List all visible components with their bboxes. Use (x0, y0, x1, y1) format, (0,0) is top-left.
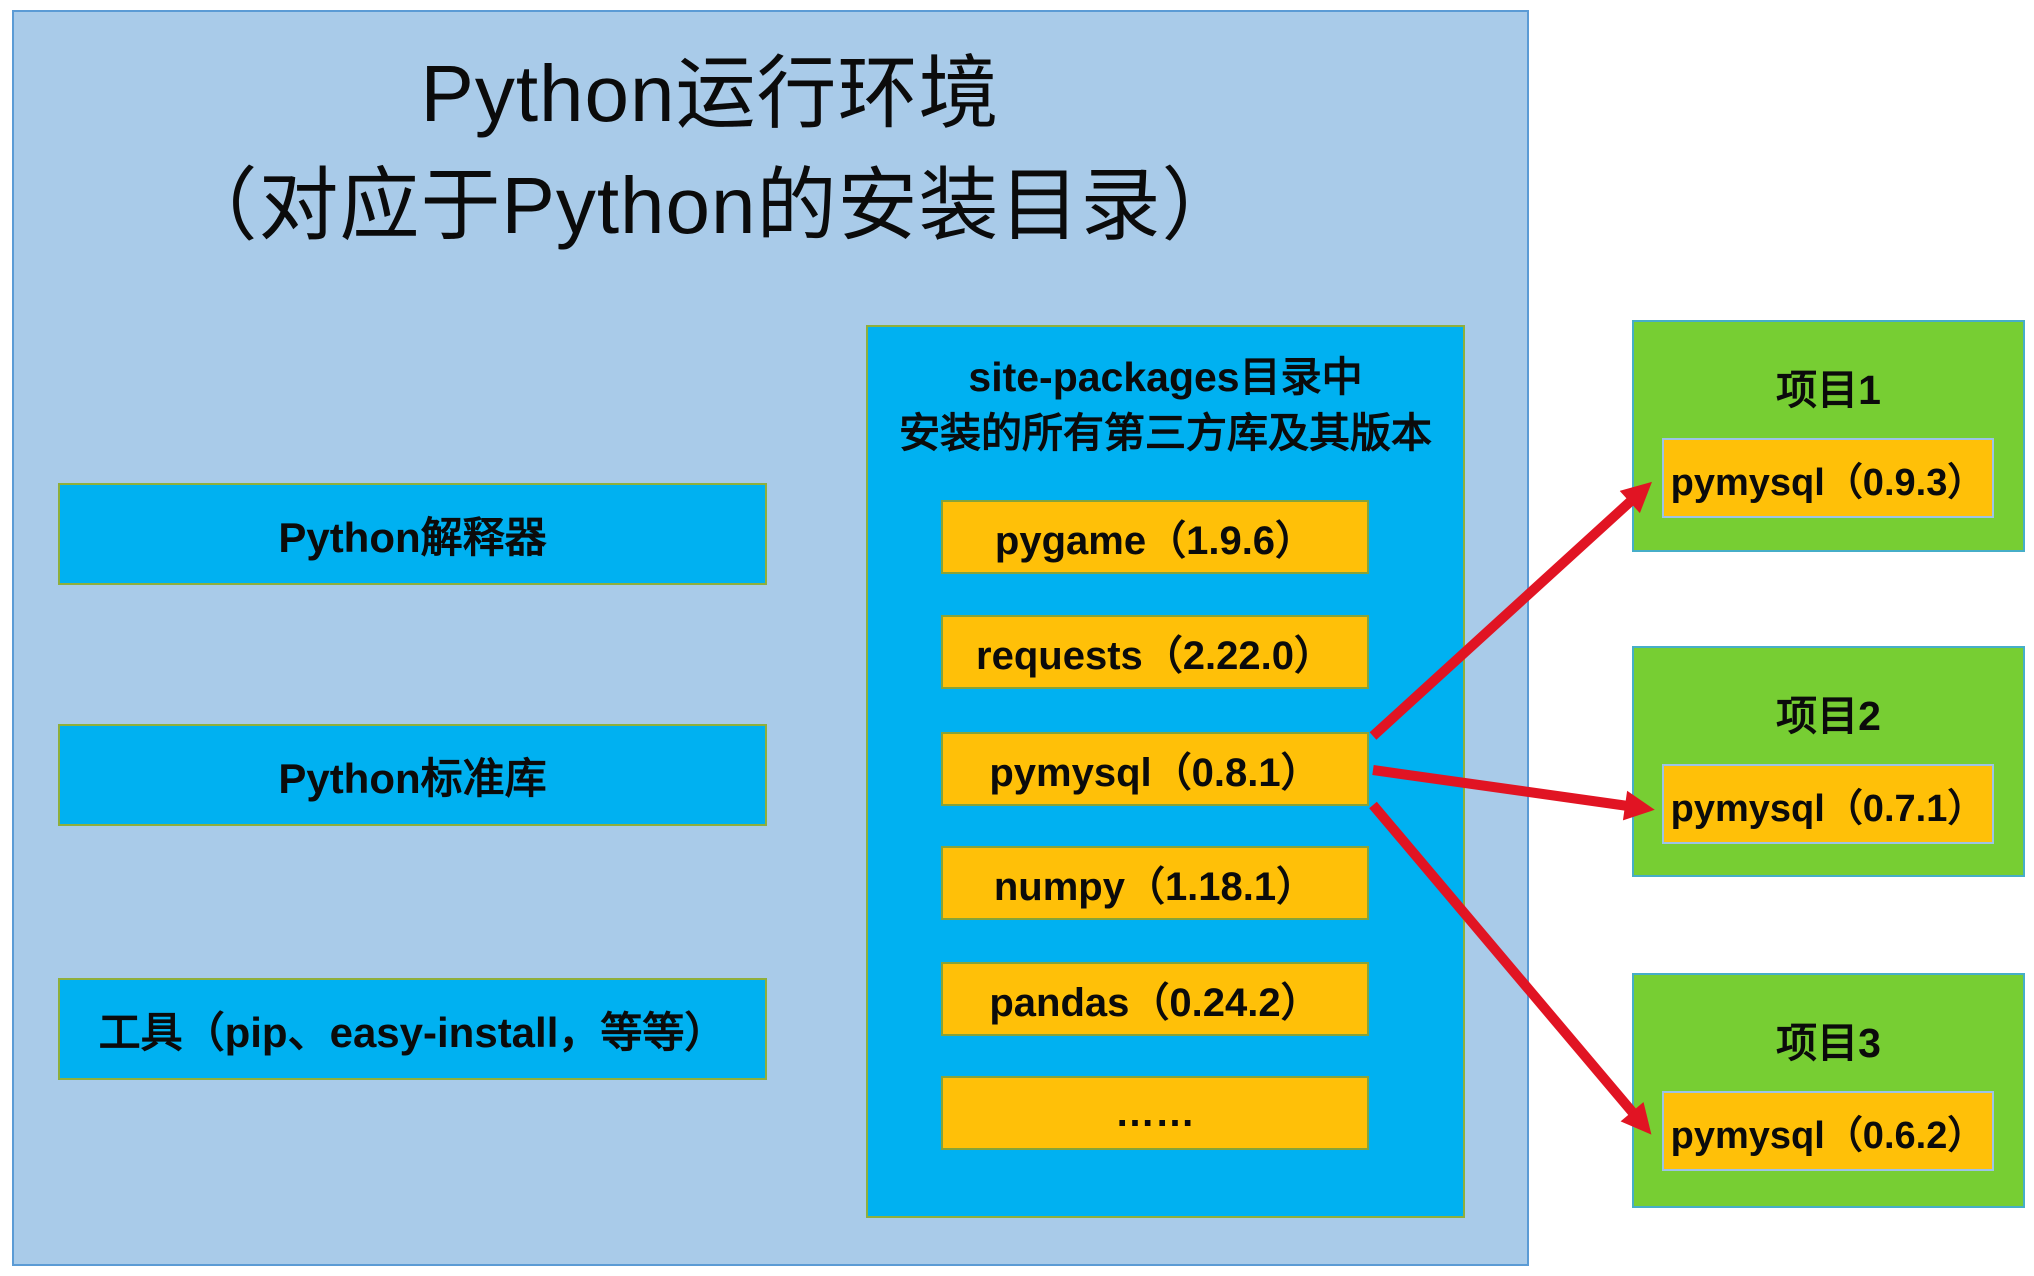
project-dependency-label: pymysql（0.9.3） (1670, 461, 1986, 504)
package-box-requests: requests（2.22.0） (941, 615, 1369, 689)
python-tools-box: 工具（pip、easy-install，等等） (58, 978, 767, 1080)
diagram-title-line1: Python运行环境 (420, 49, 1000, 138)
package-box-numpy: numpy（1.18.1） (941, 846, 1369, 920)
package-label: …… (1115, 1090, 1195, 1135)
python-interpreter-box: Python解释器 (58, 483, 767, 585)
package-box-pygame: pygame（1.9.6） (941, 500, 1369, 574)
project-2-dependency-box: pymysql（0.7.1） (1662, 764, 1994, 844)
project-dependency-label: pymysql（0.7.1） (1670, 787, 1986, 830)
package-box-pymysql: pymysql（0.8.1） (941, 732, 1369, 806)
diagram-title-line2: （对应于Python的安装目录） (177, 161, 1243, 250)
package-label: pymysql（0.8.1） (989, 751, 1321, 795)
package-box-pandas: pandas（0.24.2） (941, 962, 1369, 1036)
project-1-dependency-box: pymysql（0.9.3） (1662, 438, 1994, 518)
package-label: requests（2.22.0） (976, 634, 1334, 678)
site-packages-panel: site-packages目录中 安装的所有第三方库及其版本 pygame（1.… (866, 325, 1465, 1218)
project-1-name: 项目1 (1776, 367, 1881, 413)
project-3-name: 项目3 (1776, 1020, 1881, 1066)
package-label: pygame（1.9.6） (994, 519, 1316, 563)
python-stdlib-box: Python标准库 (58, 724, 767, 826)
package-box-ellipsis: …… (941, 1076, 1369, 1150)
package-label: numpy（1.18.1） (993, 865, 1317, 909)
site-packages-heading: site-packages目录中 安装的所有第三方库及其版本 (868, 349, 1463, 461)
project-dependency-label: pymysql（0.6.2） (1670, 1114, 1986, 1157)
project-1-card: 项目1 pymysql（0.9.3） (1632, 320, 2025, 552)
site-packages-heading-line2: 安装的所有第三方库及其版本 (899, 410, 1432, 456)
package-label: pandas（0.24.2） (989, 981, 1321, 1025)
project-2-name: 项目2 (1776, 693, 1881, 739)
project-3-dependency-box: pymysql（0.6.2） (1662, 1091, 1994, 1171)
python-stdlib-label: Python标准库 (278, 754, 547, 802)
project-3-card: 项目3 pymysql（0.6.2） (1632, 973, 2025, 1208)
project-2-card: 项目2 pymysql（0.7.1） (1632, 646, 2025, 877)
diagram-title: Python运行环境 （对应于Python的安装目录） (0, 38, 1420, 262)
python-tools-label: 工具（pip、easy-install，等等） (98, 1008, 727, 1056)
python-interpreter-label: Python解释器 (278, 513, 547, 561)
site-packages-heading-line1: site-packages目录中 (968, 354, 1363, 400)
